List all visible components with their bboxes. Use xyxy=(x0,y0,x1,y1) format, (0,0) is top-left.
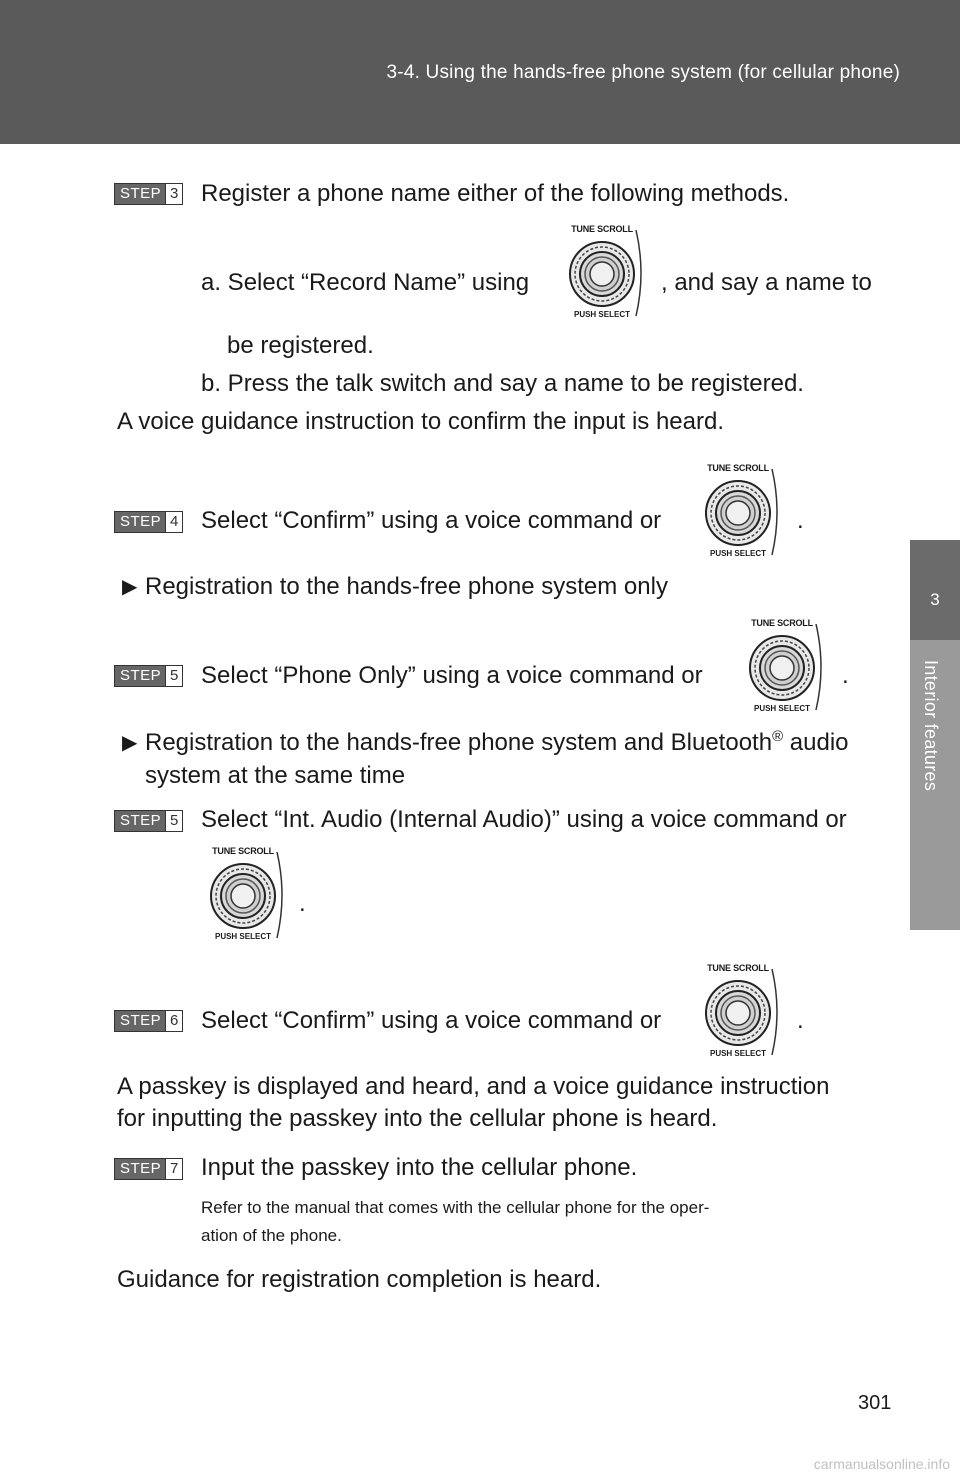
paragraph: A voice guidance instruction to confirm … xyxy=(117,408,725,435)
step-5b-period: . xyxy=(299,890,306,917)
step-3b-text: b. Press the talk switch and say a name … xyxy=(201,370,804,397)
section-title: 3-4. Using the hands-free phone system (… xyxy=(386,62,900,83)
tune-scroll-knob-icon: TUNE SCROLL PUSH SELECT xyxy=(746,618,830,716)
knob-bottom-label: PUSH SELECT xyxy=(709,1049,766,1058)
step-3a-text-3: be registered. xyxy=(227,332,374,359)
bullet-heading: Registration to the hands-free phone sys… xyxy=(145,573,668,600)
page-header: 3-4. Using the hands-free phone system (… xyxy=(0,0,960,144)
tune-scroll-knob-icon: TUNE SCROLL PUSH SELECT xyxy=(702,963,786,1061)
chapter-label: Interior features xyxy=(921,660,941,792)
tune-scroll-knob-icon: TUNE SCROLL PUSH SELECT xyxy=(207,846,291,944)
knob-bottom-label: PUSH SELECT xyxy=(214,932,271,941)
knob-top-label: TUNE SCROLL xyxy=(707,463,769,473)
step-3-text: Register a phone name either of the foll… xyxy=(201,180,790,207)
bullet-heading: Registration to the hands-free phone sys… xyxy=(145,728,849,756)
knob-bottom-label: PUSH SELECT xyxy=(573,310,630,319)
arrow-bullet-icon: ▶ xyxy=(122,732,138,754)
knob-top-label: TUNE SCROLL xyxy=(571,224,633,234)
tune-scroll-knob-icon: TUNE SCROLL PUSH SELECT xyxy=(566,224,650,322)
paragraph: A passkey is displayed and heard, and a … xyxy=(117,1073,830,1100)
step-6-text: Select “Confirm” using a voice command o… xyxy=(201,1007,662,1034)
step-6-period: . xyxy=(797,1007,804,1034)
paragraph: Guidance for registration completion is … xyxy=(117,1266,602,1293)
page-number: 301 xyxy=(858,1392,892,1414)
knob-bottom-label: PUSH SELECT xyxy=(753,704,810,713)
knob-bottom-label: PUSH SELECT xyxy=(709,549,766,558)
step-5-text: Select “Phone Only” using a voice comman… xyxy=(201,662,703,689)
tune-scroll-knob-icon: TUNE SCROLL PUSH SELECT xyxy=(702,463,786,561)
step-4-text: Select “Confirm” using a voice command o… xyxy=(201,507,662,534)
note: ation of the phone. xyxy=(201,1226,342,1245)
bullet-heading-cont: system at the same time xyxy=(145,762,406,789)
knob-top-label: TUNE SCROLL xyxy=(212,846,274,856)
step-3a-text-2: , and say a name to xyxy=(661,269,872,296)
knob-top-label: TUNE SCROLL xyxy=(707,963,769,973)
paragraph: for inputting the passkey into the cellu… xyxy=(117,1105,718,1132)
arrow-bullet-icon: ▶ xyxy=(122,576,138,598)
knob-top-label: TUNE SCROLL xyxy=(751,618,813,628)
chapter-number-tab: 3 xyxy=(910,540,960,640)
note: Refer to the manual that comes with the … xyxy=(201,1198,710,1217)
step-3a-text: a. Select “Record Name” using xyxy=(201,269,530,296)
step-4-period: . xyxy=(797,507,804,534)
chapter-tab xyxy=(910,640,960,930)
step-5-period: . xyxy=(842,662,849,689)
step-5b-text: Select “Int. Audio (Internal Audio)” usi… xyxy=(201,806,847,833)
watermark: carmanualsonline.info xyxy=(813,1456,950,1472)
step-7-text: Input the passkey into the cellular phon… xyxy=(201,1154,638,1181)
